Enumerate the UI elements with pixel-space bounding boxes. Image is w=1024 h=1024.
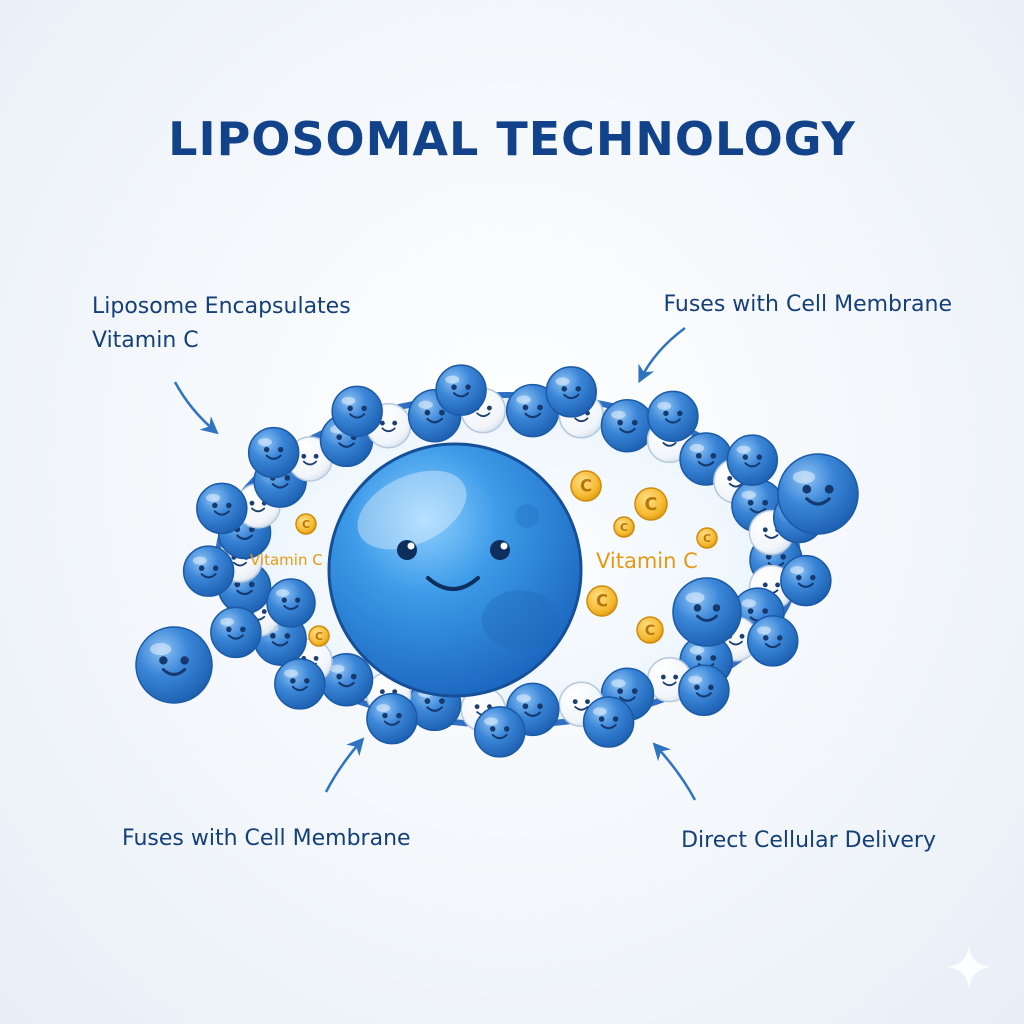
callout-fuses-top: Fuses with Cell Membrane [663,292,952,317]
phospholipid-outer [647,390,699,443]
vitamin-c-molecule: C [570,470,602,502]
central-cell [327,442,583,698]
phospholipid-outer [247,426,300,479]
phospholipid-outer [182,545,235,597]
callout-line-1: Liposome Encapsulates [92,294,351,319]
phospholipid-outer [678,664,730,717]
phospholipid-outer [435,364,487,416]
vitamin-c-molecule: C [295,513,317,535]
phospholipid-outer [780,554,832,607]
callout-fuses-bottom: Fuses with Cell Membrane [122,826,411,851]
vitamin-c-molecule: C [308,625,330,647]
svg-text:C: C [645,623,656,639]
phospholipid-outer [331,385,383,438]
svg-text:C: C [315,630,323,643]
callout-direct-delivery: Direct Cellular Delivery [681,828,936,853]
callout-liposome-encapsulates: Liposome Encapsulates Vitamin C [92,290,351,358]
svg-text:C: C [703,532,711,545]
phospholipid-outer [473,706,526,758]
phospholipid-outer [747,615,799,667]
phospholipid-outer [582,696,635,748]
arrow-icon [652,742,697,801]
inner-liposome-right [672,577,742,647]
sparkle-icon [947,945,991,989]
diagram-title: LIPOSOMAL TECHNOLOGY [168,112,856,166]
phospholipid-outer [196,482,248,535]
free-liposome-right [777,453,859,535]
svg-text:C: C [645,495,658,515]
svg-text:C: C [620,521,628,534]
phospholipid-blue [600,398,655,453]
arrow-icon [324,737,365,793]
callout-line-2: Vitamin C [92,328,199,353]
arrow-icon [638,326,686,384]
phospholipid-outer [726,434,779,486]
vitamin-c-molecule: C [636,616,664,644]
vitamin-c-label-left: Vitamin C [250,551,323,569]
phospholipid-blue [319,652,374,707]
svg-text:C: C [596,592,608,611]
svg-text:C: C [302,518,310,531]
free-liposome-left [135,626,213,704]
svg-text:C: C [580,477,592,496]
vitamin-c-molecule: C [613,516,635,538]
vitamin-c-label-right: Vitamin C [596,549,698,573]
phospholipid-outer [210,606,262,659]
arrow-icon [173,381,219,435]
vitamin-c-molecule: C [634,487,668,521]
phospholipid-outer [274,658,326,710]
vitamin-c-molecule: C [696,527,718,549]
inner-liposome-left [266,578,316,628]
phospholipid-outer [366,692,418,745]
phospholipid-outer [545,366,597,418]
vitamin-c-molecule: C [586,585,618,617]
